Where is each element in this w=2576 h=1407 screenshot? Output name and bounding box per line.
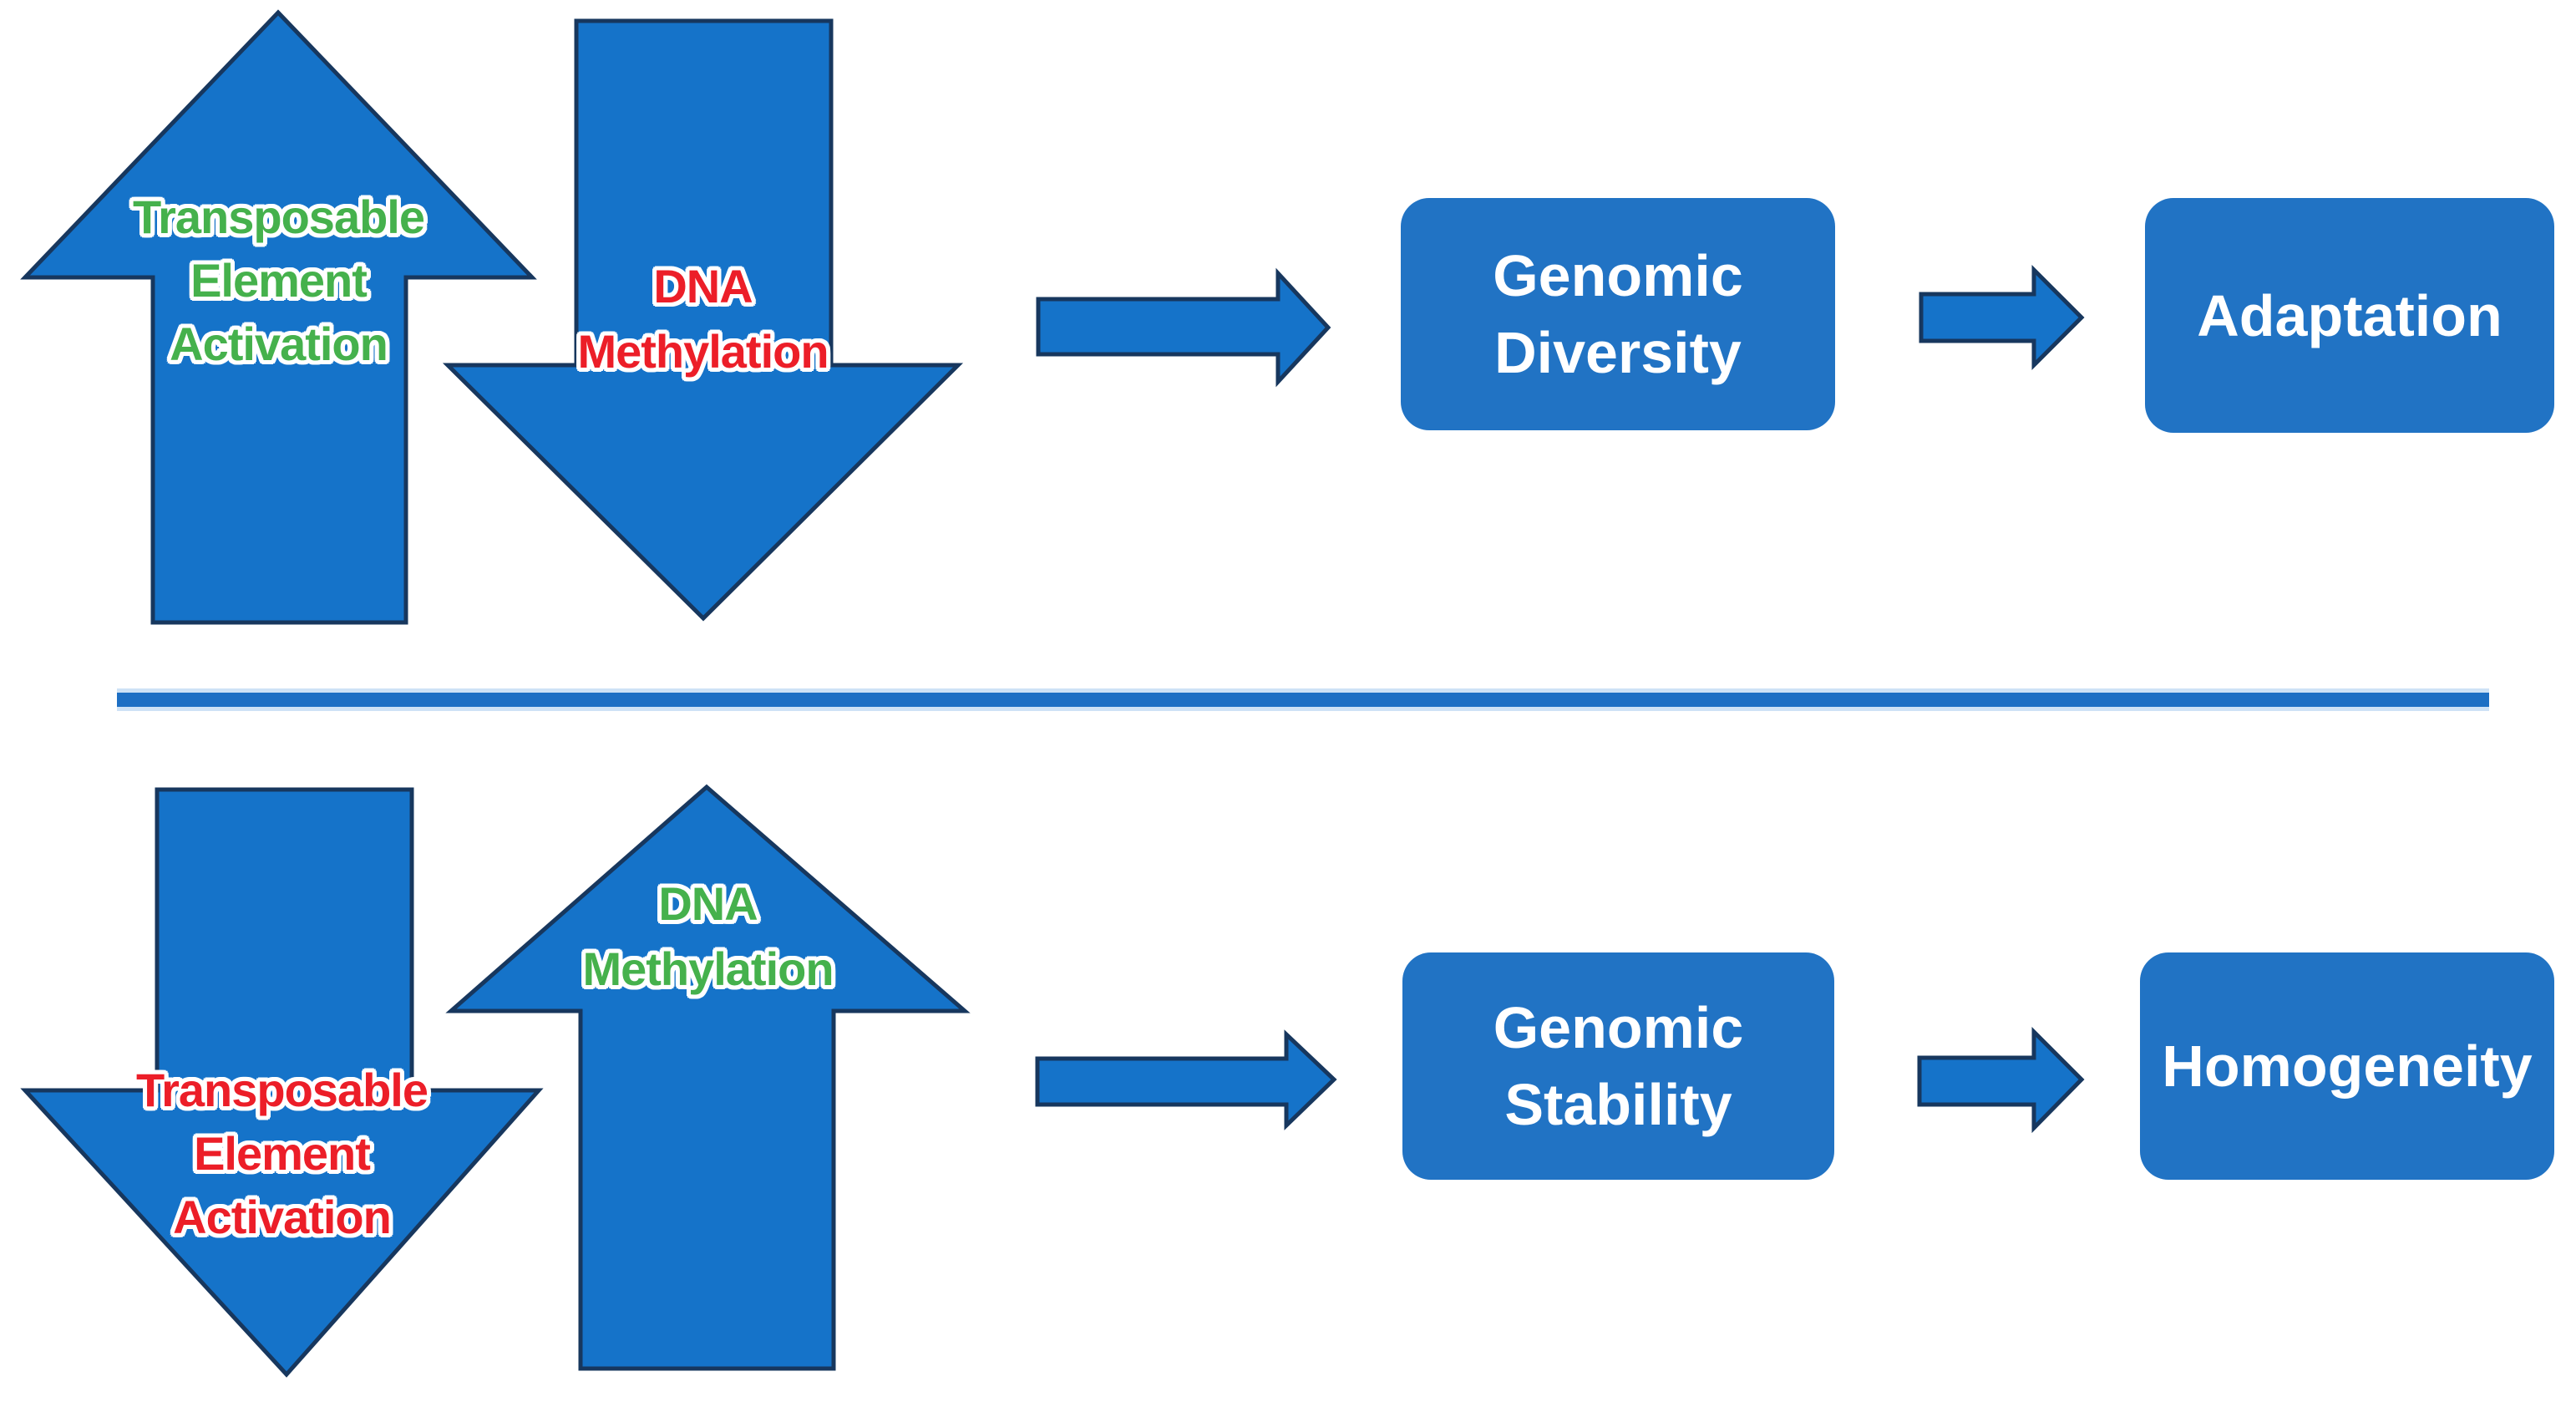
section-divider-line — [117, 693, 2489, 707]
box-homogeneity: Homogeneity — [2140, 952, 2554, 1180]
box-genomic-stability: Genomic Stability — [1402, 952, 1834, 1180]
right-arrow-short-top — [1919, 264, 2085, 371]
right-arrow-long-bottom — [1035, 1029, 1337, 1130]
right-arrow-long-top — [1036, 267, 1331, 388]
up-arrow-transposable-activation-top — [20, 9, 537, 625]
right-arrow-short-bottom — [1917, 1026, 2085, 1134]
up-arrow-dna-methylation-bottom — [445, 784, 971, 1371]
down-arrow-dna-methylation-top — [442, 18, 964, 622]
down-arrow-transposable-activation-bottom — [20, 787, 544, 1378]
box-adaptation: Adaptation — [2145, 198, 2554, 433]
box-genomic-diversity: Genomic Diversity — [1401, 198, 1835, 430]
